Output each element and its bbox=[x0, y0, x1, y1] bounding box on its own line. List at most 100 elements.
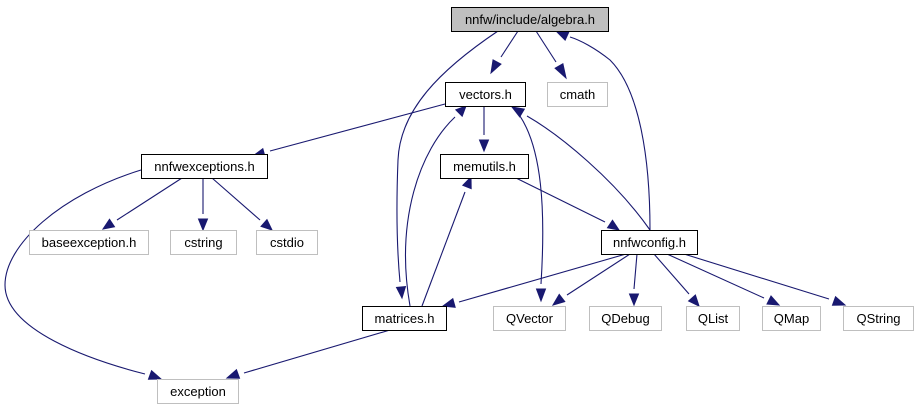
edge-nnfwconfig-to-algebra bbox=[554, 30, 651, 231]
node-label: nnfwconfig.h bbox=[613, 235, 686, 250]
node-label: vectors.h bbox=[459, 87, 512, 102]
node-box bbox=[440, 154, 529, 179]
node-qlist[interactable]: QList bbox=[686, 306, 740, 331]
arrowhead bbox=[551, 293, 566, 306]
edge-nnfwexceptions-to-cstdio bbox=[211, 177, 273, 231]
edge-nnfwconfig-to-qvector bbox=[551, 253, 631, 306]
node-box bbox=[601, 230, 698, 255]
edge-line bbox=[515, 177, 606, 223]
node-matrices[interactable]: matrices.h bbox=[362, 306, 447, 331]
arrowhead bbox=[101, 218, 116, 230]
edge-line bbox=[421, 191, 466, 307]
edge-algebra-to-matrices bbox=[395, 30, 499, 300]
node-box bbox=[686, 306, 740, 331]
node-label: QMap bbox=[774, 311, 809, 326]
node-box bbox=[589, 306, 662, 331]
node-box bbox=[157, 379, 239, 404]
edge-algebra-to-vectors bbox=[490, 30, 519, 75]
edge-nnfwexceptions-to-baseexception bbox=[101, 177, 183, 230]
node-label: nnfwexceptions.h bbox=[154, 159, 254, 174]
arrowhead bbox=[628, 293, 640, 307]
arrowhead bbox=[454, 105, 467, 118]
edge-nnfwconfig-to-qstring bbox=[683, 253, 847, 306]
edge-line bbox=[269, 103, 446, 152]
node-box bbox=[547, 82, 608, 107]
node-cstdio[interactable]: cstdio bbox=[256, 230, 318, 255]
arrowhead bbox=[260, 218, 273, 231]
edge-nnfwconfig-to-matrices bbox=[441, 253, 627, 308]
node-qstring[interactable]: QString bbox=[843, 306, 914, 331]
arrowhead bbox=[510, 106, 526, 118]
node-box bbox=[451, 7, 609, 32]
edge-matrices-to-memutils bbox=[421, 175, 472, 307]
node-label: baseexception.h bbox=[42, 235, 137, 250]
node-label: QString bbox=[856, 311, 900, 326]
arrowhead bbox=[554, 30, 570, 41]
arrowhead bbox=[766, 295, 781, 306]
nodes-layer: nnfw/include/algebra.h vectors.h cmath nnfw… bbox=[29, 7, 914, 404]
node-cstring[interactable]: cstring bbox=[170, 230, 237, 255]
edges-layer bbox=[4, 30, 847, 380]
node-nnfwexceptions[interactable]: nnfwexceptions.h bbox=[141, 154, 268, 179]
node-box bbox=[362, 306, 447, 331]
node-box bbox=[493, 306, 566, 331]
node-label: cstring bbox=[184, 235, 222, 250]
edge-line bbox=[396, 30, 499, 283]
edge-line bbox=[653, 253, 690, 295]
edge-nnfwconfig-to-qlist bbox=[653, 253, 700, 307]
edge-matrices-to-vectors bbox=[405, 105, 467, 307]
edge-line bbox=[243, 329, 391, 374]
node-box bbox=[445, 82, 526, 107]
arrowhead bbox=[490, 59, 502, 75]
arrowhead bbox=[197, 218, 209, 232]
node-label: QDebug bbox=[601, 311, 649, 326]
arrowhead bbox=[535, 288, 547, 303]
edge-vectors-to-qvector bbox=[511, 105, 547, 303]
arrowhead bbox=[606, 219, 621, 231]
edge-nnfwexceptions-to-exception bbox=[4, 169, 163, 380]
node-label: cmath bbox=[560, 87, 595, 102]
edge-nnfwconfig-to-qdebug bbox=[628, 253, 640, 307]
node-nnfwconfig[interactable]: nnfwconfig.h bbox=[601, 230, 698, 255]
node-cmath[interactable]: cmath bbox=[547, 82, 608, 107]
node-label: exception bbox=[170, 384, 226, 399]
edge-line bbox=[211, 177, 261, 221]
edge-line bbox=[666, 253, 765, 299]
node-qmap[interactable]: QMap bbox=[762, 306, 821, 331]
edge-line bbox=[511, 105, 544, 285]
edge-line bbox=[566, 253, 631, 296]
node-box bbox=[141, 154, 268, 179]
node-label: QList bbox=[698, 311, 729, 326]
edge-line bbox=[500, 30, 519, 58]
node-box bbox=[29, 230, 149, 255]
node-label: QVector bbox=[506, 311, 554, 326]
node-exception[interactable]: exception bbox=[157, 379, 239, 404]
node-label: memutils.h bbox=[453, 159, 516, 174]
node-qdebug[interactable]: QDebug bbox=[589, 306, 662, 331]
node-algebra[interactable]: nnfw/include/algebra.h bbox=[451, 7, 609, 32]
arrowhead bbox=[831, 295, 847, 306]
edge-memutils-to-nnfwconfig bbox=[515, 177, 621, 231]
edge-nnfwconfig-to-qmap bbox=[666, 253, 781, 306]
edge-nnfwexceptions-to-cstring bbox=[197, 178, 209, 232]
arrowhead bbox=[461, 175, 472, 190]
node-memutils[interactable]: memutils.h bbox=[440, 154, 529, 179]
edge-line bbox=[526, 115, 651, 231]
edge-line bbox=[633, 253, 638, 290]
arrowhead bbox=[478, 139, 490, 153]
node-qvector[interactable]: QVector bbox=[493, 306, 566, 331]
node-baseexception[interactable]: baseexception.h bbox=[29, 230, 149, 255]
node-label: cstdio bbox=[270, 235, 304, 250]
arrowhead bbox=[687, 294, 700, 307]
edge-line bbox=[116, 177, 183, 221]
node-box bbox=[843, 306, 914, 331]
arrowhead bbox=[395, 286, 407, 300]
node-box bbox=[256, 230, 318, 255]
edge-line bbox=[569, 36, 651, 231]
edge-matrices-to-exception bbox=[225, 329, 391, 379]
edge-vectors-to-nnfwexceptions bbox=[251, 103, 446, 158]
node-vectors[interactable]: vectors.h bbox=[445, 82, 526, 107]
arrowhead bbox=[554, 62, 567, 80]
node-label: nnfw/include/algebra.h bbox=[465, 12, 595, 27]
